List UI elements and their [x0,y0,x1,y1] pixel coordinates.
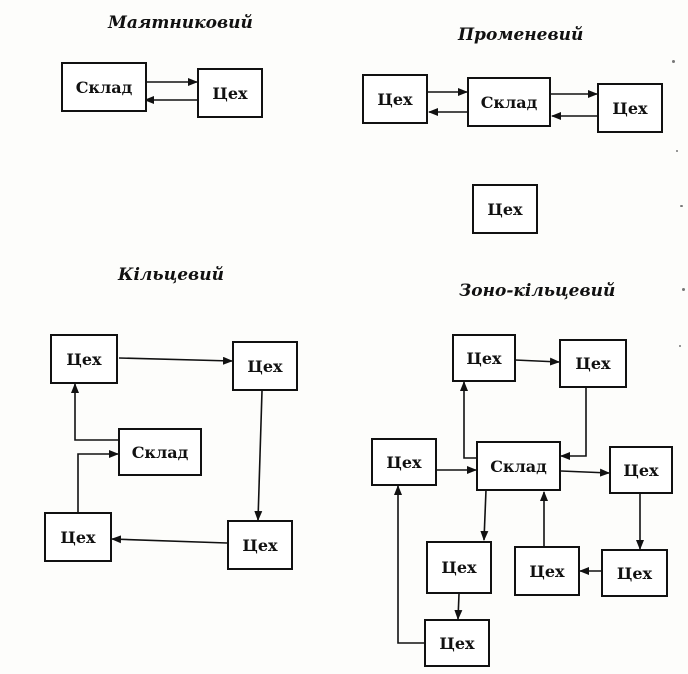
zone-arrow-sklad-to-mid-left [480,489,489,541]
radial-title: Променевий [458,25,584,45]
radial-node-ceh-below: Цех [472,184,538,234]
ring-arrow-tl-to-tr [118,356,233,365]
zone-node-ceh-far-right: Цех [601,549,668,597]
ring-node-ceh-br: Цех [227,520,293,570]
scan-speck [676,150,678,152]
ring-arrow-bl-to-sklad [77,450,119,512]
zone-ring-title: Зоно-кільцевий [459,281,616,301]
zone-node-ceh-mid-left: Цех [426,541,492,594]
scan-speck [679,345,681,347]
zone-node-ceh-left: Цех [371,438,437,486]
pendulum-node-sklad: Склад [61,62,147,112]
zone-node-ceh-mid-right: Цех [514,546,580,596]
ring-arrow-br-to-bl [111,535,228,544]
ring-node-ceh-tl: Цех [50,334,118,384]
radial-node-ceh-right: Цех [597,83,663,133]
scan-speck [672,60,675,63]
zone-arrow-sklad-to-top-left [460,381,478,459]
zone-arrow-bottom-to-left [394,485,424,644]
zone-node-sklad: Склад [476,441,561,491]
pendulum-title: Маятниковий [108,13,253,33]
scan-speck [682,288,685,291]
zone-node-ceh-top-left: Цех [452,334,516,382]
ring-node-ceh-bl: Цех [44,512,112,562]
zone-arrow-top-left-to-top-right [514,357,560,366]
ring-title: Кільцевий [118,265,224,285]
ring-node-sklad: Склад [118,428,202,476]
zone-node-ceh-top-right: Цех [559,339,627,388]
zone-arrow-top-right-to-sklad [560,388,587,460]
zone-node-ceh-bottom: Цех [424,619,490,667]
zone-arrow-sklad-to-right [560,468,610,477]
ring-arrow-tr-to-br [254,390,263,521]
zone-arrow-mid-left-to-bottom [454,593,463,620]
zone-node-ceh-right: Цех [609,446,673,494]
ring-arrow-sklad-to-tl [71,383,118,441]
ring-node-ceh-tr: Цех [232,341,298,391]
radial-node-sklad: Склад [467,77,551,127]
pendulum-node-ceh: Цех [197,68,263,118]
scan-speck [680,205,683,207]
radial-node-ceh-left: Цех [362,74,428,124]
